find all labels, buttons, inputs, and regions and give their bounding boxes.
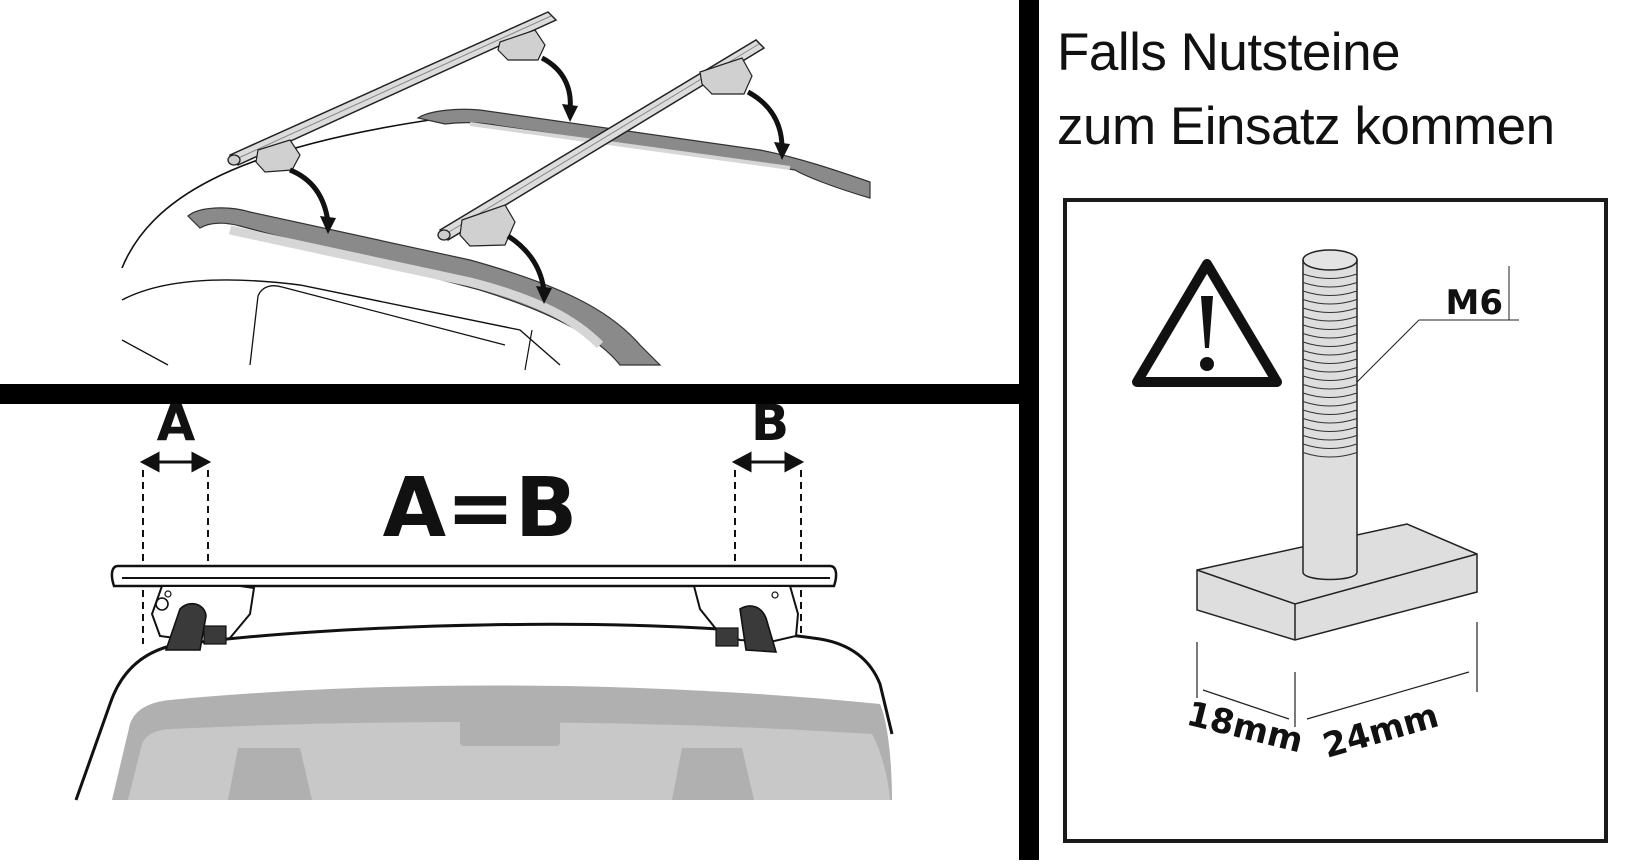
thread-ridge xyxy=(1302,324,1358,331)
bar-foot xyxy=(459,204,516,247)
placement-arrows xyxy=(289,55,785,293)
roof-rail-rear-highlight xyxy=(469,122,791,170)
thread-ridge xyxy=(1302,281,1358,288)
roof-rail-rear xyxy=(416,108,871,199)
heading-line-1: Falls Nutsteine xyxy=(1057,23,1401,82)
foot-right xyxy=(692,585,800,653)
crossbar-left xyxy=(227,11,558,173)
slot-nut-drawing: M6 18mm 24mm xyxy=(1132,249,1519,767)
thread-ridge xyxy=(1302,451,1358,458)
thread-ridge xyxy=(1302,375,1358,382)
thread-ridge xyxy=(1302,409,1358,416)
door-window-outline xyxy=(249,285,506,366)
positioning-illustration-panel: A B A=B xyxy=(0,394,1019,860)
a-equals-b-drawing: A B A=B xyxy=(74,394,894,801)
label-b: B xyxy=(751,404,789,452)
vertical-divider xyxy=(1019,0,1039,860)
thread-ridge xyxy=(1302,332,1358,339)
thread-ridge xyxy=(1302,341,1358,348)
dimension-arrow-a xyxy=(139,451,212,473)
headrest-right xyxy=(672,748,754,800)
thread-leader-line xyxy=(1356,266,1519,383)
horizontal-divider xyxy=(0,384,1019,404)
thread-size-label: M6 xyxy=(1446,283,1504,323)
label-a: A xyxy=(157,404,196,452)
m6-threaded-bolt xyxy=(1302,249,1358,581)
crossbar-right xyxy=(437,39,766,247)
thread-ridge xyxy=(1302,417,1358,424)
roof-rail-front xyxy=(187,207,662,366)
headrest-left xyxy=(228,748,312,800)
thread-ridge xyxy=(1302,434,1358,441)
arrow-icon xyxy=(540,55,573,111)
crossbar-front-view xyxy=(110,564,838,588)
brake-light xyxy=(460,714,560,746)
equation-label: A=B xyxy=(383,461,578,556)
thread-ridge xyxy=(1302,358,1358,365)
thread-ridge xyxy=(1302,307,1358,314)
heading-line-2: zum Einsatz kommen xyxy=(1057,97,1555,156)
thread-ridge xyxy=(1302,392,1358,399)
width-dimension-label: 24mm xyxy=(1318,696,1443,767)
car-lower-line xyxy=(121,339,169,366)
mounting-illustration-panel xyxy=(0,0,1019,384)
warning-triangle-icon xyxy=(1132,259,1282,387)
thread-ridge xyxy=(1302,400,1358,407)
car-side-outline xyxy=(121,279,561,366)
slot-nut-plate xyxy=(1196,523,1478,641)
thread-ridge xyxy=(1302,273,1358,280)
dimension-arrow-b xyxy=(731,451,805,473)
foot-pad xyxy=(739,605,778,653)
roof-rail-front-highlight xyxy=(229,225,604,349)
thread-ridge xyxy=(1302,315,1358,322)
foot-left xyxy=(150,585,256,651)
foot-pad xyxy=(164,602,207,651)
thread-ridge xyxy=(1302,298,1358,305)
car-roof-outline xyxy=(121,119,431,269)
roof-rack-mounting-drawing xyxy=(121,11,871,371)
thread-ridge xyxy=(1302,426,1358,433)
thread-ridge xyxy=(1302,383,1358,390)
arrow-heads xyxy=(320,104,790,304)
arrow-icon xyxy=(506,233,547,293)
dimension-lines xyxy=(1196,622,1478,727)
bar-foot xyxy=(699,57,753,95)
bar-foot xyxy=(497,29,546,61)
thread-ridge xyxy=(1302,366,1358,373)
arrow-icon xyxy=(746,89,785,149)
arrow-icon xyxy=(289,167,331,223)
thread-ridge xyxy=(1302,443,1358,450)
thread-ridge xyxy=(1302,349,1358,356)
slot-nut-info-panel: Falls Nutsteine zum Einsatz kommen xyxy=(1039,0,1630,860)
thread-ridge xyxy=(1302,290,1358,297)
door-line xyxy=(524,329,533,371)
slot-nut-detail-box: M6 18mm 24mm xyxy=(1063,198,1608,843)
